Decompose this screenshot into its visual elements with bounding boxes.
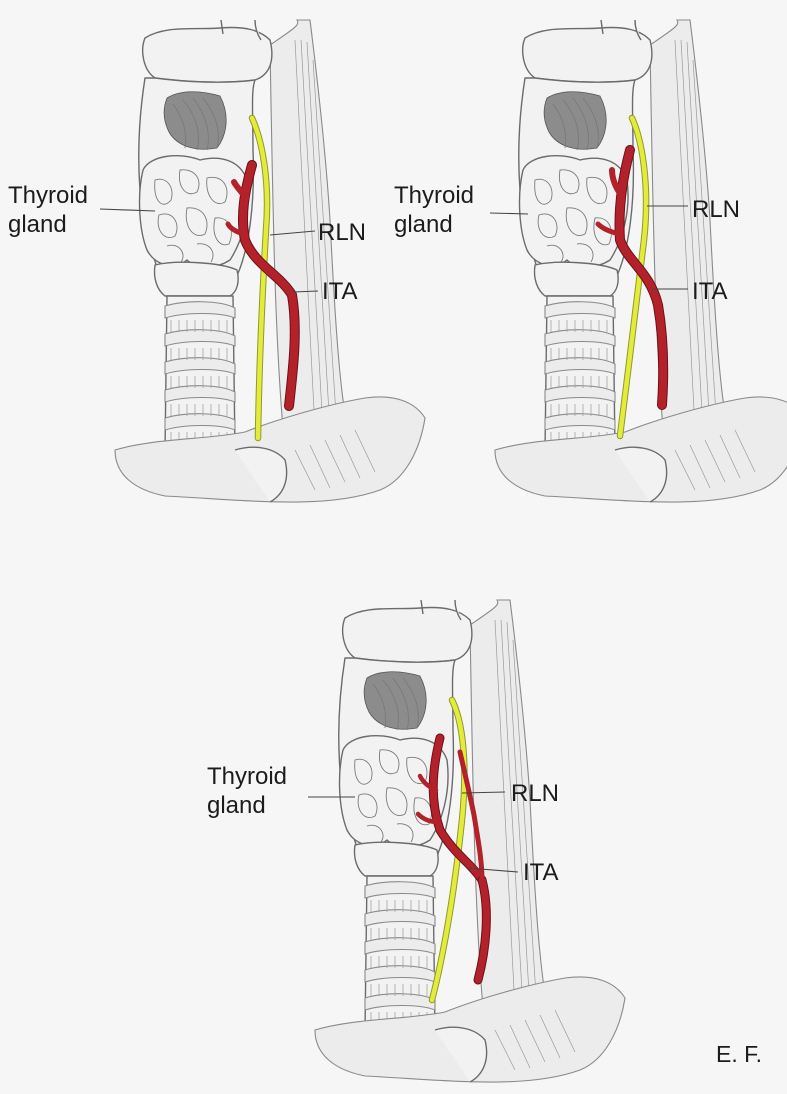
rln-nerve-3 [429,697,467,1003]
ita-label-1: ITA [322,278,358,305]
panel-3-vessels [308,696,519,1004]
thyroid-gland-label-1: Thyroid gland [8,181,88,239]
panel-1-vessels [99,114,319,442]
ita-artery-3 [429,734,486,884]
rln-label-2: RLN [692,196,741,223]
rln-nerve-2 [617,115,649,439]
panel-2-vessels [489,114,688,440]
rln-label-1: RLN [318,219,367,246]
thyroid-label-line2: gland [394,211,453,238]
panel-1-drawing [114,19,426,503]
artist-signature: E. F. [716,1041,763,1067]
thyroid-label-line2: gland [8,211,67,238]
thyroid-label-line1: Thyroid [207,763,288,790]
thyroid-gland-label-3: Thyroid gland [207,762,287,820]
ita-label-2: ITA [692,278,728,305]
thyroid-gland-label-2: Thyroid gland [394,181,474,239]
rln-label-3: RLN [511,780,560,807]
ita-label-3: ITA [523,859,559,886]
panel-3-drawing [314,599,626,1083]
thyroid-label-line2: gland [207,792,266,819]
thyroid-label-line1: Thyroid [8,182,89,209]
thyroid-label-line1: Thyroid [394,182,475,209]
rln-nerve-1 [249,115,270,441]
ita-artery-1 [239,161,299,410]
